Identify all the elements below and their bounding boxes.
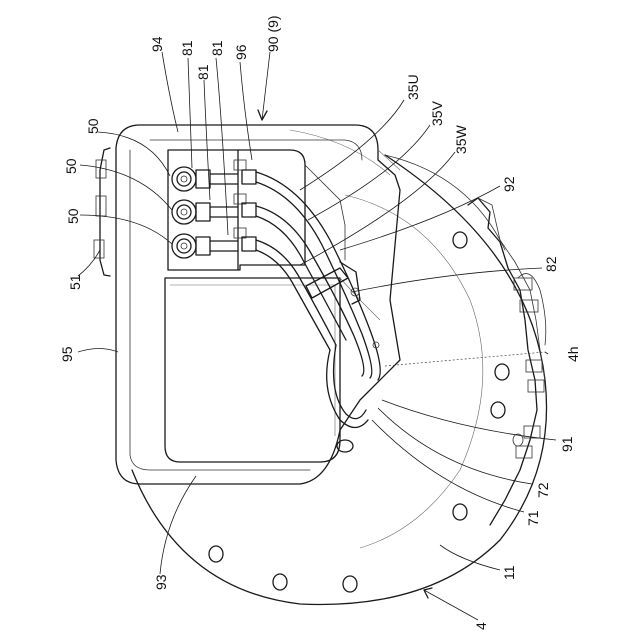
label-71: 71 — [525, 510, 541, 526]
connector-top — [172, 167, 210, 191]
label-81b: 81 — [195, 64, 211, 80]
label-81c: 81 — [209, 40, 225, 56]
label-4h: 4h — [565, 346, 581, 362]
label-50b: 50 — [63, 158, 79, 174]
label-50a: 50 — [85, 118, 101, 134]
label-82: 82 — [543, 256, 559, 272]
bolt-holes — [209, 232, 523, 592]
label-92: 92 — [501, 176, 517, 192]
label-93: 93 — [153, 574, 169, 590]
arrow-4 — [424, 588, 432, 598]
cooling-ribs — [514, 274, 546, 458]
label-95: 95 — [59, 346, 75, 362]
label-91: 91 — [559, 436, 575, 452]
label-81a: 81 — [179, 40, 195, 56]
label-11: 11 — [501, 565, 517, 580]
label-96: 96 — [233, 44, 249, 60]
label-35V: 35V — [429, 100, 445, 126]
reference-labels: 94 81 81 81 96 90 (9) 35U 35V 35W 92 82 … — [59, 15, 581, 630]
terminal-box — [94, 125, 400, 484]
label-50c: 50 — [65, 208, 81, 224]
motor-housing — [132, 130, 547, 604]
label-72: 72 — [535, 482, 551, 498]
label-90: 90 (9) — [265, 15, 281, 52]
label-51: 51 — [67, 274, 83, 290]
axis-line-4h — [385, 352, 545, 366]
connector-middle — [172, 200, 210, 224]
label-35W: 35W — [453, 124, 469, 154]
connectors — [172, 167, 210, 258]
leader-lines — [78, 52, 556, 620]
label-94: 94 — [149, 36, 165, 52]
label-35U: 35U — [405, 74, 421, 100]
label-4: 4 — [473, 622, 489, 630]
connector-bottom — [172, 234, 210, 258]
bus-bars — [210, 150, 256, 270]
